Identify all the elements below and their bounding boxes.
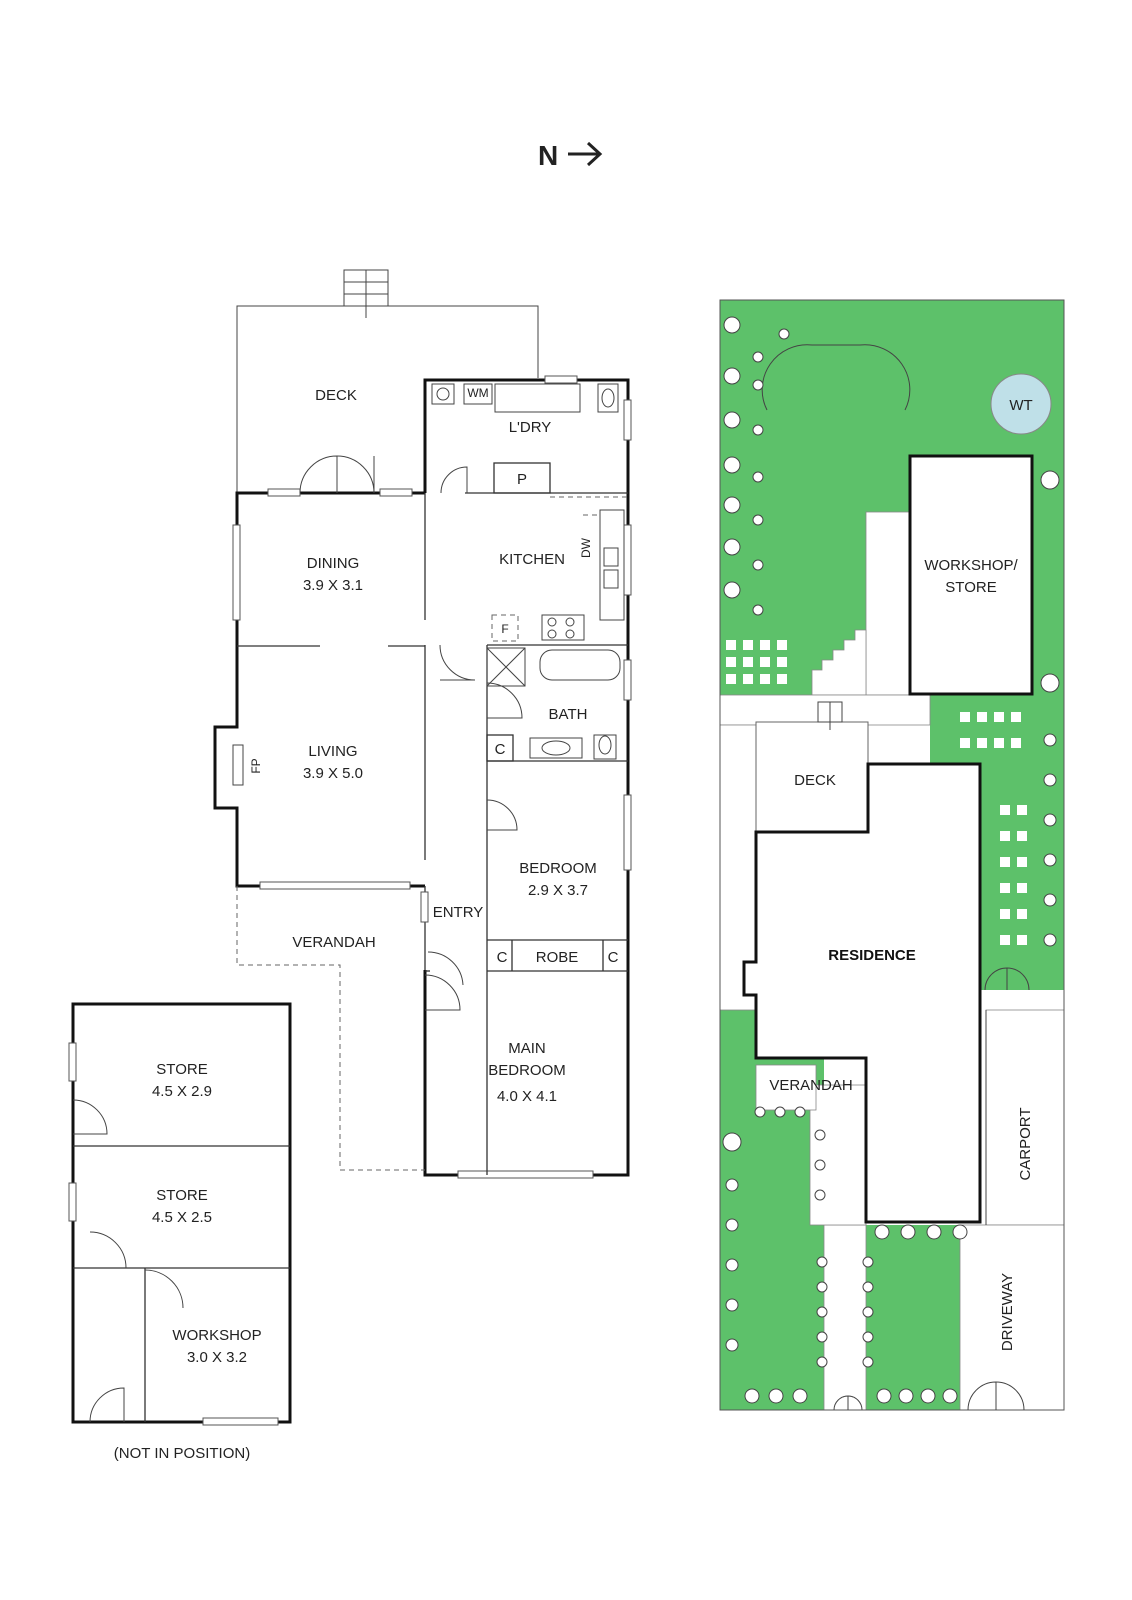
room-label-bedroom: BEDROOM	[519, 860, 597, 877]
window	[259, 881, 411, 890]
room-label-main-bedroom: MAIN	[508, 1040, 546, 1057]
room-size-dining: 3.9 X 3.1	[303, 577, 363, 594]
room-label-dining: DINING	[307, 555, 360, 572]
deck-steps	[817, 701, 843, 730]
room-label-workshop: WORKSHOP	[172, 1327, 261, 1344]
room-label-main-bedroom-2: BEDROOM	[488, 1062, 566, 1079]
label-cupboard: C	[497, 949, 508, 966]
outbuilding-plan: STORE 4.5 X 2.9 STORE 4.5 X 2.5 WORKSHOP…	[68, 1002, 292, 1462]
driveway-gate	[833, 967, 1030, 1411]
room-label-deck: DECK	[315, 387, 357, 404]
east-wing-walls	[423, 378, 630, 1177]
window	[623, 399, 632, 441]
room-size-workshop: 3.0 X 3.2	[187, 1349, 247, 1366]
site-boundary	[719, 299, 1065, 1411]
label-fridge: F	[501, 622, 508, 636]
deck-outline	[236, 305, 539, 493]
window	[623, 794, 632, 871]
window	[68, 1182, 77, 1222]
room-size-store-1: 4.5 X 2.9	[152, 1083, 212, 1100]
lawn-front-right	[866, 1225, 960, 1410]
room-label-bath: BATH	[549, 706, 588, 723]
room-label-laundry: L'DRY	[509, 419, 552, 436]
note-not-in-position: (NOT IN POSITION)	[114, 1445, 250, 1462]
label-site-deck: DECK	[794, 772, 836, 789]
label-washing-machine: WM	[467, 386, 488, 400]
room-label-entry: ENTRY	[433, 904, 484, 921]
north-arrow: N	[538, 140, 603, 171]
window	[623, 524, 632, 596]
site-deck	[755, 721, 869, 833]
window	[267, 488, 301, 497]
window	[420, 891, 429, 923]
label-fireplace: FP	[249, 758, 263, 773]
label-pantry: P	[517, 471, 527, 488]
window	[623, 659, 632, 701]
label-residence: RESIDENCE	[828, 947, 916, 964]
label-robe: ROBE	[536, 949, 579, 966]
label-water-tank: WT	[1009, 397, 1032, 414]
north-label: N	[538, 140, 558, 171]
room-label-store-1: STORE	[156, 1061, 207, 1078]
label-driveway: DRIVEWAY	[999, 1273, 1016, 1351]
room-label-store-2: STORE	[156, 1187, 207, 1204]
room-size-main-bedroom: 4.0 X 4.1	[497, 1088, 557, 1105]
paving-grid	[726, 640, 1027, 945]
window	[68, 1042, 77, 1082]
label-store: STORE	[945, 579, 996, 596]
verandah-outline	[236, 886, 425, 1171]
house-floor-plan: DECK L'DRY WM P KITCHEN DW F DINING 3.9 …	[213, 269, 632, 1179]
label-cupboard: C	[608, 949, 619, 966]
label-site-verandah: VERANDAH	[769, 1077, 852, 1094]
label-workshop: WORKSHOP/	[924, 557, 1018, 574]
label-dishwasher: DW	[579, 537, 593, 558]
residence-building	[742, 762, 982, 1224]
arrow-right-icon	[568, 141, 603, 167]
window	[544, 375, 578, 384]
site-plan: WT WORKSHOP/ STORE DECK RESIDENCE VERAND…	[719, 299, 1065, 1411]
window	[379, 488, 413, 497]
room-size-living: 3.9 X 5.0	[303, 765, 363, 782]
west-wing-walls	[213, 491, 425, 888]
french-door[interactable]	[299, 455, 375, 494]
room-label-kitchen: KITCHEN	[499, 551, 565, 568]
workshop-store-building	[908, 454, 1034, 696]
deck-steps	[343, 269, 389, 318]
window	[232, 524, 241, 621]
water-tank	[990, 373, 1052, 435]
room-size-bedroom: 2.9 X 3.7	[528, 882, 588, 899]
label-carport: CARPORT	[1017, 1107, 1034, 1180]
room-label-verandah: VERANDAH	[292, 934, 375, 951]
room-size-store-2: 4.5 X 2.5	[152, 1209, 212, 1226]
window	[202, 1417, 279, 1426]
garden-shrubs	[722, 316, 1060, 1404]
window	[457, 1170, 594, 1179]
label-cupboard: C	[495, 741, 506, 758]
room-label-living: LIVING	[308, 743, 357, 760]
